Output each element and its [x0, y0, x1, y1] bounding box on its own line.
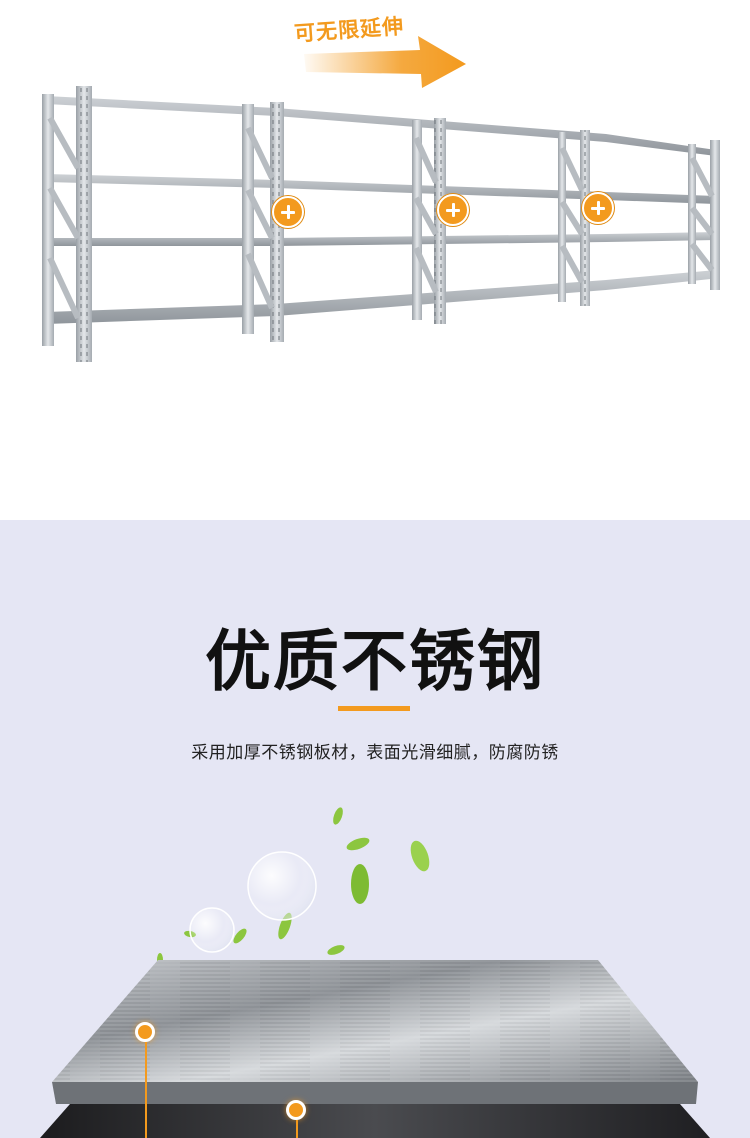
callout-dot	[286, 1100, 306, 1120]
dark-base-layer	[40, 1104, 710, 1138]
shelving-section: 可无限延伸	[0, 0, 750, 520]
steel-plate-illustration	[40, 807, 710, 1138]
bracing	[47, 116, 715, 320]
feature-description: 采用加厚不锈钢板材，表面光滑细腻，防腐防锈	[191, 743, 559, 763]
steel-shelving-rack	[42, 86, 720, 362]
callout-line	[145, 1042, 147, 1138]
callout-line	[296, 1120, 298, 1138]
plus-icon	[272, 196, 304, 228]
shelf-boards	[46, 96, 720, 324]
plus-icon	[582, 192, 614, 224]
plate-edge	[52, 1082, 698, 1104]
callout-dot	[135, 1022, 155, 1042]
uprights	[42, 86, 720, 362]
plus-icon	[437, 194, 469, 226]
arrow-right-icon	[304, 36, 466, 88]
title-underline	[338, 706, 410, 711]
feature-section: 优质不锈钢 采用加厚不锈钢板材，表面光滑细腻，防腐防锈	[0, 520, 750, 1138]
feature-title: 优质不锈钢	[205, 623, 545, 700]
